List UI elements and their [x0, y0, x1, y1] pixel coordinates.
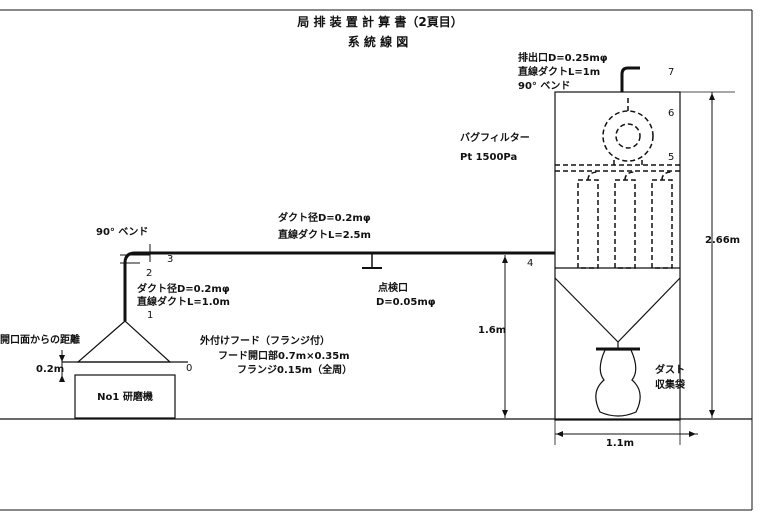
point-3: 3 — [167, 254, 173, 265]
filter-width-label: 1.1m — [606, 438, 634, 449]
point-2: 2 — [146, 268, 152, 279]
point-5: 5 — [668, 152, 674, 163]
height-arrow-top — [502, 256, 508, 263]
filter-bag-3-neck — [661, 171, 673, 181]
hopper-left — [554, 277, 619, 343]
vertical-duct-length: 直線ダクトL=1.0m — [137, 295, 230, 308]
point-4: 4 — [527, 258, 533, 269]
width-arrow-left — [556, 431, 563, 437]
fan-casing-inner — [615, 123, 641, 149]
distance-value: 0.2m — [36, 364, 64, 375]
point-7: 7 — [668, 67, 674, 78]
bag-filter-name: バグフィルター — [460, 131, 530, 144]
height-duct-label: 1.6m — [478, 325, 506, 336]
bag-filter-housing — [554, 91, 681, 421]
vertical-duct-diameter: ダクト径D=0.2mφ — [137, 282, 230, 295]
exhaust-stack — [620, 66, 640, 92]
filter-bag-2-neck — [624, 171, 636, 181]
height-arrow-bottom — [502, 410, 508, 417]
grinding-machine — [74, 374, 176, 419]
diagram-subtitle: 系 統 線 図 — [348, 34, 409, 49]
exhaust-line-1: 排出口D=0.25mφ — [518, 51, 608, 64]
distance-arrow-top — [59, 355, 65, 362]
point-0: 0 — [186, 363, 192, 374]
filter-bag-3 — [651, 179, 673, 269]
filter-bag-2 — [614, 179, 636, 269]
main-duct-diameter: ダクト径D=0.2mφ — [278, 211, 371, 224]
exhaust-line-3: 90° ベンド — [518, 80, 570, 92]
distance-label: 開口面からの距離 — [0, 333, 80, 346]
point-1: 1 — [147, 310, 153, 321]
bend-label: 90° ベンド — [96, 226, 148, 238]
diagram-title: 局 排 装 置 計 算 書（2頁目） — [297, 14, 462, 29]
dust-bag — [595, 349, 641, 417]
external-hood — [76, 320, 172, 363]
exhaust-line-2: 直線ダクトL=1m — [518, 65, 600, 78]
filter-height-arrow-bottom — [709, 410, 715, 417]
main-duct-length: 直線ダクトL=2.5m — [278, 228, 371, 241]
machine-label: No1 研磨機 — [97, 390, 153, 403]
dust-bag-line-2: 収集袋 — [655, 378, 686, 391]
width-arrow-right — [689, 431, 696, 437]
hood-line-1: 外付けフード（フランジ付） — [199, 334, 330, 347]
hood-line-2: フード開口部0.7m×0.35m — [218, 349, 350, 362]
filter-bag-1 — [577, 179, 599, 269]
fan-casing-outer — [602, 110, 654, 162]
bag-filter-pressure: Pt 1500Pa — [460, 152, 517, 163]
filter-bag-1-neck — [587, 171, 599, 181]
inspection-port-name: 点検口 — [378, 281, 408, 294]
hopper-right — [617, 277, 681, 343]
filter-height-label: 2.66m — [705, 235, 740, 246]
dust-bag-line-1: ダスト — [655, 363, 685, 376]
inspection-port-diameter: D=0.05mφ — [376, 297, 436, 308]
point-6: 6 — [668, 108, 674, 119]
distance-arrow-bottom — [59, 375, 65, 382]
filter-height-arrow-top — [709, 93, 715, 100]
hood-line-3: フランジ0.15m（全周） — [237, 363, 352, 376]
